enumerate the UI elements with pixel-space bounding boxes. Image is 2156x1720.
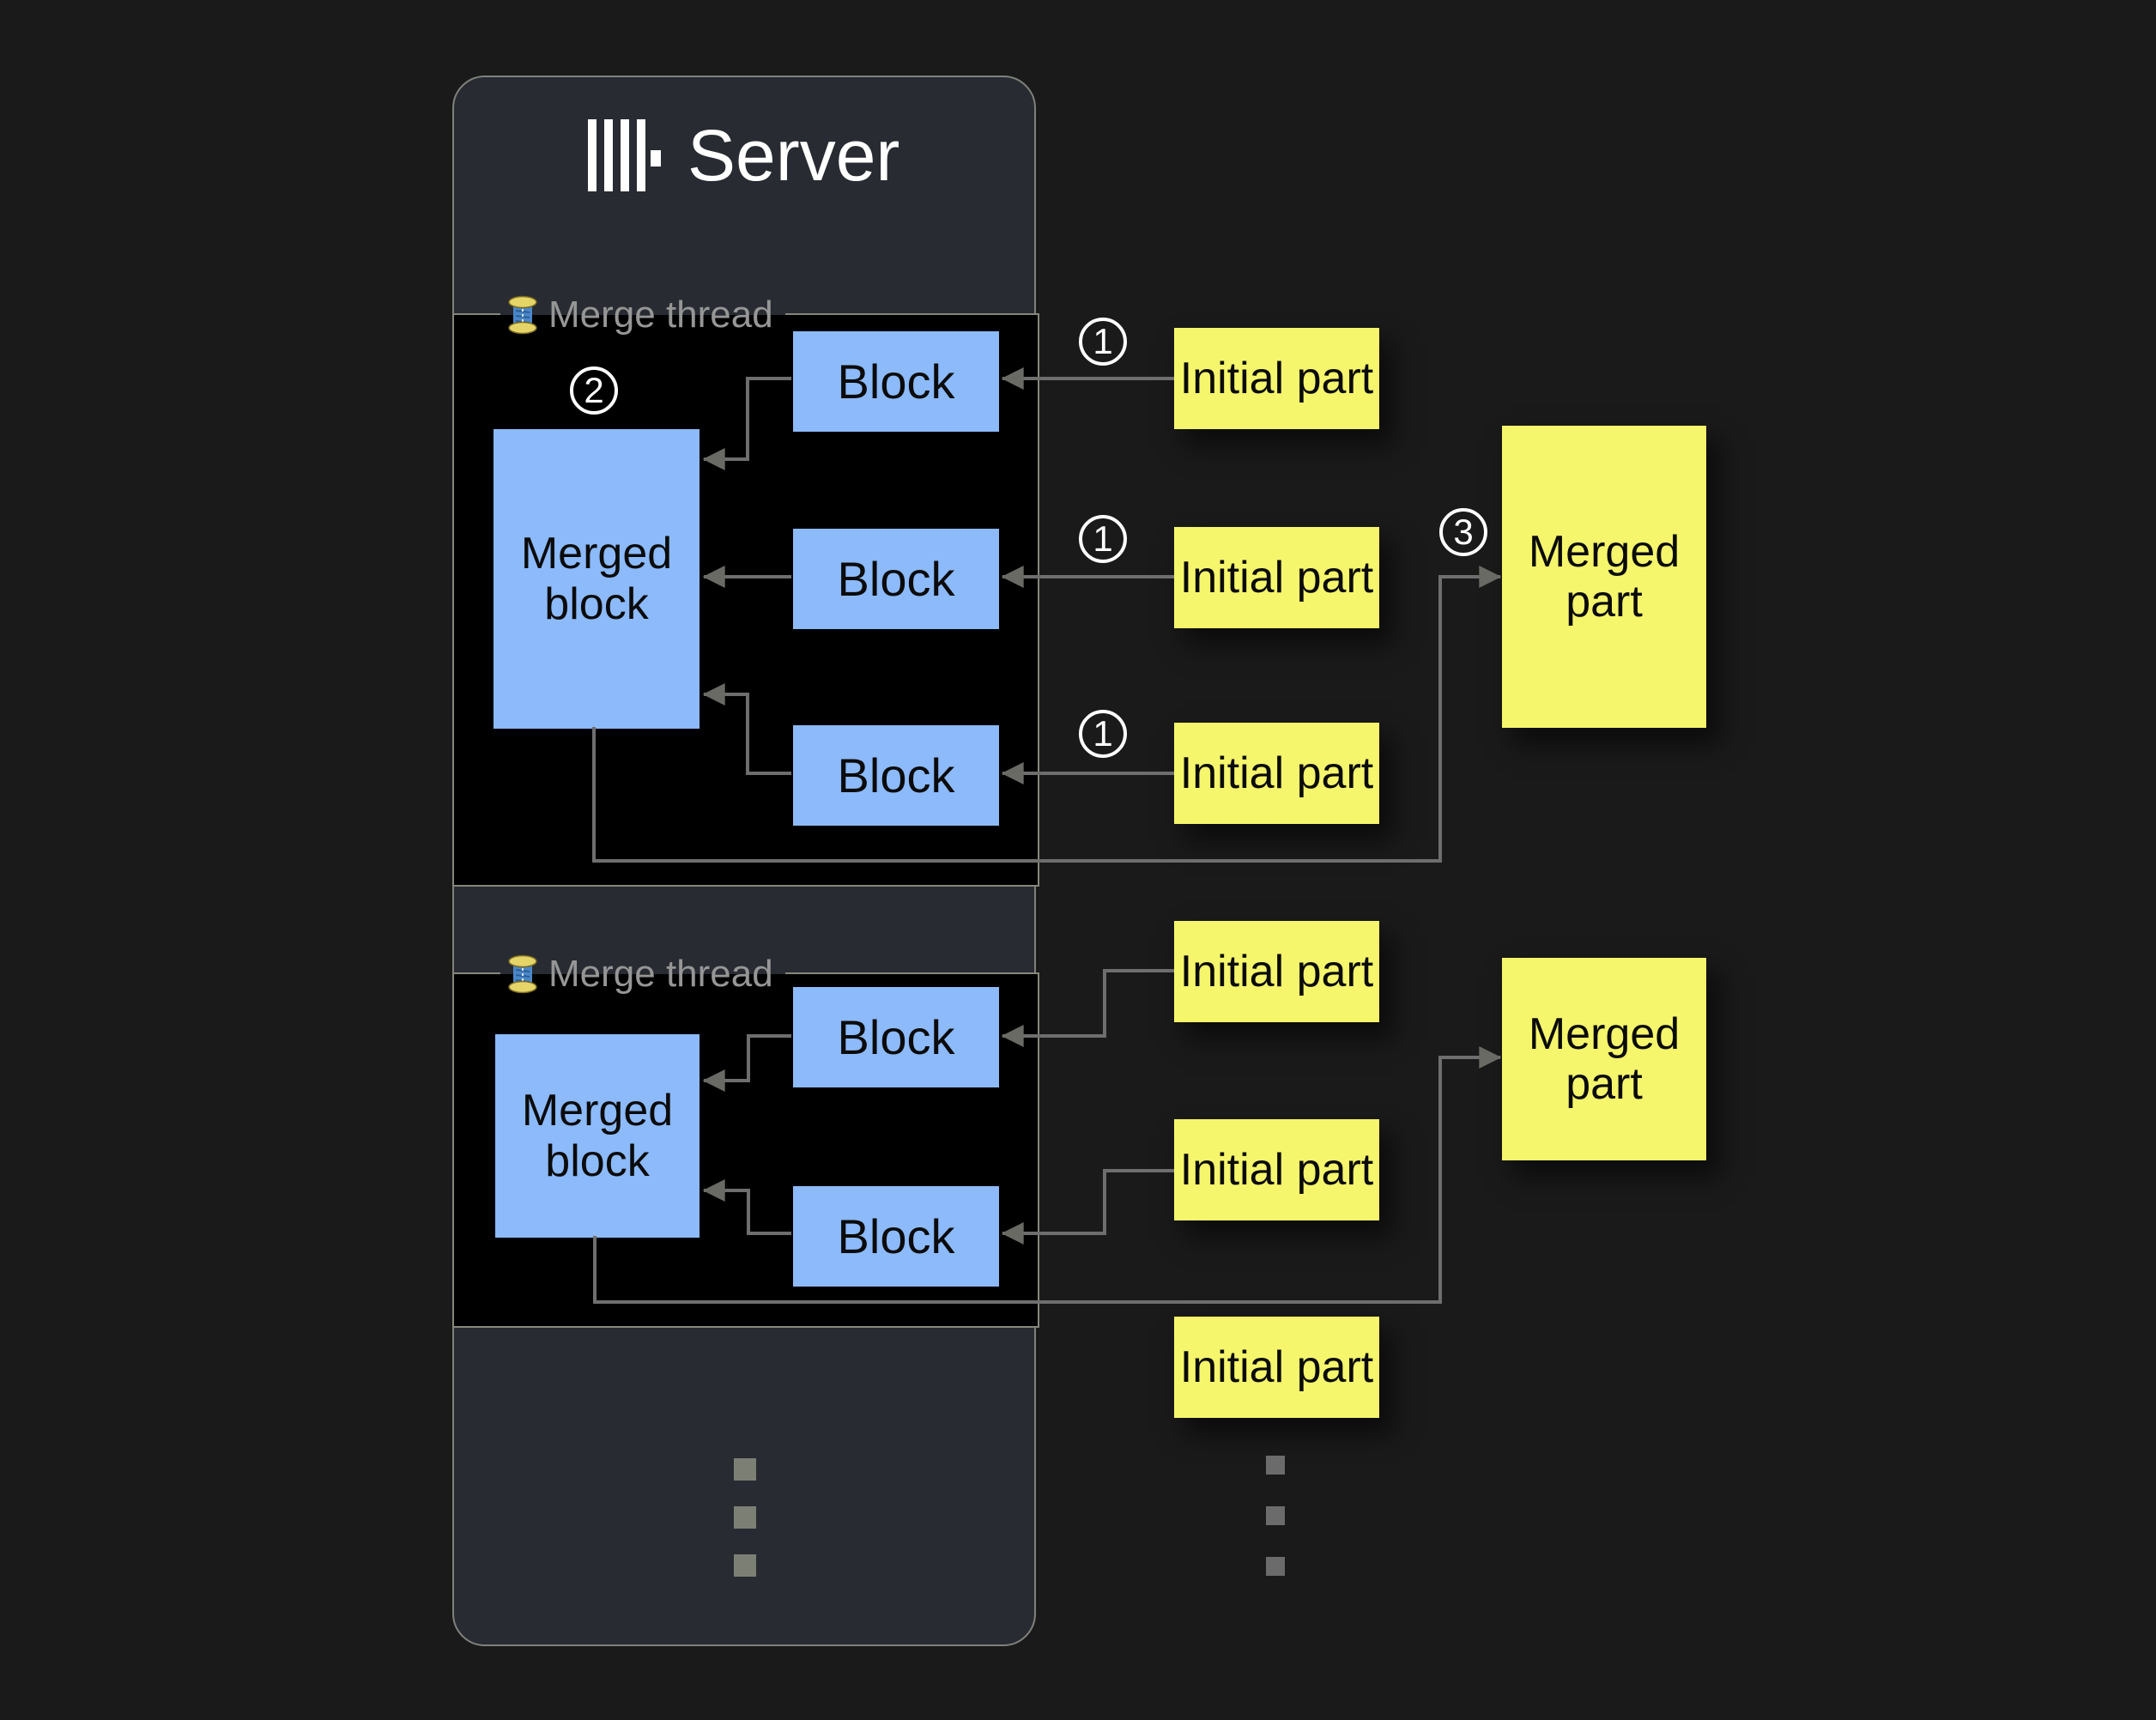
dot — [1266, 1456, 1285, 1475]
block: Block — [793, 987, 999, 1087]
initial-part: Initial part — [1174, 328, 1379, 429]
server-card: Server Merge thread Merged block Block B… — [452, 76, 1039, 1646]
step-badge-1: 1 — [1079, 515, 1127, 563]
dot — [734, 1554, 756, 1577]
dot — [734, 1506, 756, 1529]
thread-spool-icon — [508, 954, 537, 994]
step-badge-2: 2 — [570, 366, 618, 415]
vertical-ellipsis-dots — [1266, 1456, 1285, 1576]
block: Block — [793, 331, 999, 432]
block: Block — [793, 725, 999, 826]
merge-thread-label-text: Merge thread — [548, 294, 773, 336]
merged-part: Merged part — [1502, 958, 1706, 1160]
server-header: Server — [588, 118, 899, 192]
block: Block — [793, 529, 999, 629]
initial-part: Initial part — [1174, 1317, 1379, 1418]
dot — [1266, 1506, 1285, 1525]
initial-part: Initial part — [1174, 723, 1379, 824]
merge-thread-box-2: Merge thread Merged block Block Block — [452, 950, 1039, 1328]
merge-thread-label-text: Merge thread — [548, 953, 773, 995]
step-badge-3: 3 — [1439, 508, 1487, 556]
thread-spool-icon — [508, 295, 537, 335]
initial-part: Initial part — [1174, 527, 1379, 628]
merged-block: Merged block — [495, 1034, 699, 1238]
merge-thread-label: Merge thread — [500, 950, 785, 998]
server-title: Server — [687, 115, 900, 196]
clickhouse-logo-icon — [588, 118, 662, 192]
initial-part: Initial part — [1174, 921, 1379, 1022]
block: Block — [793, 1186, 999, 1287]
dot — [734, 1458, 756, 1481]
initial-part: Initial part — [1174, 1119, 1379, 1220]
merge-thread-box-1: Merge thread Merged block Block Block Bl… — [452, 291, 1039, 887]
merge-thread-label: Merge thread — [500, 291, 785, 339]
step-badge-1: 1 — [1079, 318, 1127, 366]
merged-block: Merged block — [494, 429, 699, 729]
dot — [1266, 1557, 1285, 1576]
step-badge-1: 1 — [1079, 710, 1127, 758]
vertical-ellipsis-dots — [734, 1458, 756, 1577]
merged-part: Merged part — [1502, 426, 1706, 728]
